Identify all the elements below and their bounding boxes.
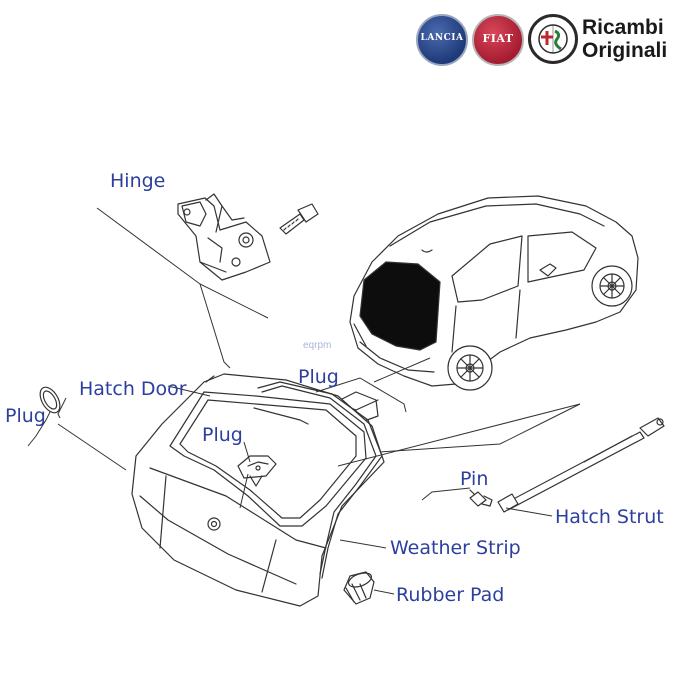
brand-line-2: Originali (582, 39, 668, 62)
watermark: eqrpm (303, 340, 332, 351)
lancia-logo-text: LANCIA (420, 33, 464, 43)
label-pin: Pin (460, 468, 489, 490)
rubber-pad-part (343, 571, 375, 605)
hinge-bolt (279, 203, 319, 235)
fiat-logo-text: FIAT (482, 32, 514, 45)
hatch-door-part (131, 373, 385, 607)
brand-wordmark: Ricambi Originali (582, 16, 667, 62)
label-plug-left: Plug (5, 405, 46, 427)
label-rubber-pad: Rubber Pad (396, 584, 505, 606)
plug-left-part (39, 386, 61, 414)
label-hatch-door: Hatch Door (79, 378, 187, 400)
brand-line-1: Ricambi (582, 16, 664, 39)
hatch-strut-part (497, 417, 665, 513)
car-illustration (349, 195, 639, 391)
label-plug-center: Plug (202, 424, 243, 446)
alfa-romeo-logo (528, 14, 578, 64)
alfa-romeo-emblem-icon (538, 24, 568, 54)
hinge-part (177, 193, 271, 281)
lancia-logo: LANCIA (416, 14, 468, 66)
label-hatch-strut: Hatch Strut (555, 506, 664, 528)
fiat-logo: FIAT (472, 14, 524, 66)
label-hinge: Hinge (110, 170, 166, 192)
label-plug-top: Plug (298, 366, 339, 388)
label-weather-strip: Weather Strip (390, 537, 521, 559)
plug-center-part (237, 455, 277, 487)
leader-lines (27, 207, 581, 595)
pin-part (469, 489, 493, 507)
